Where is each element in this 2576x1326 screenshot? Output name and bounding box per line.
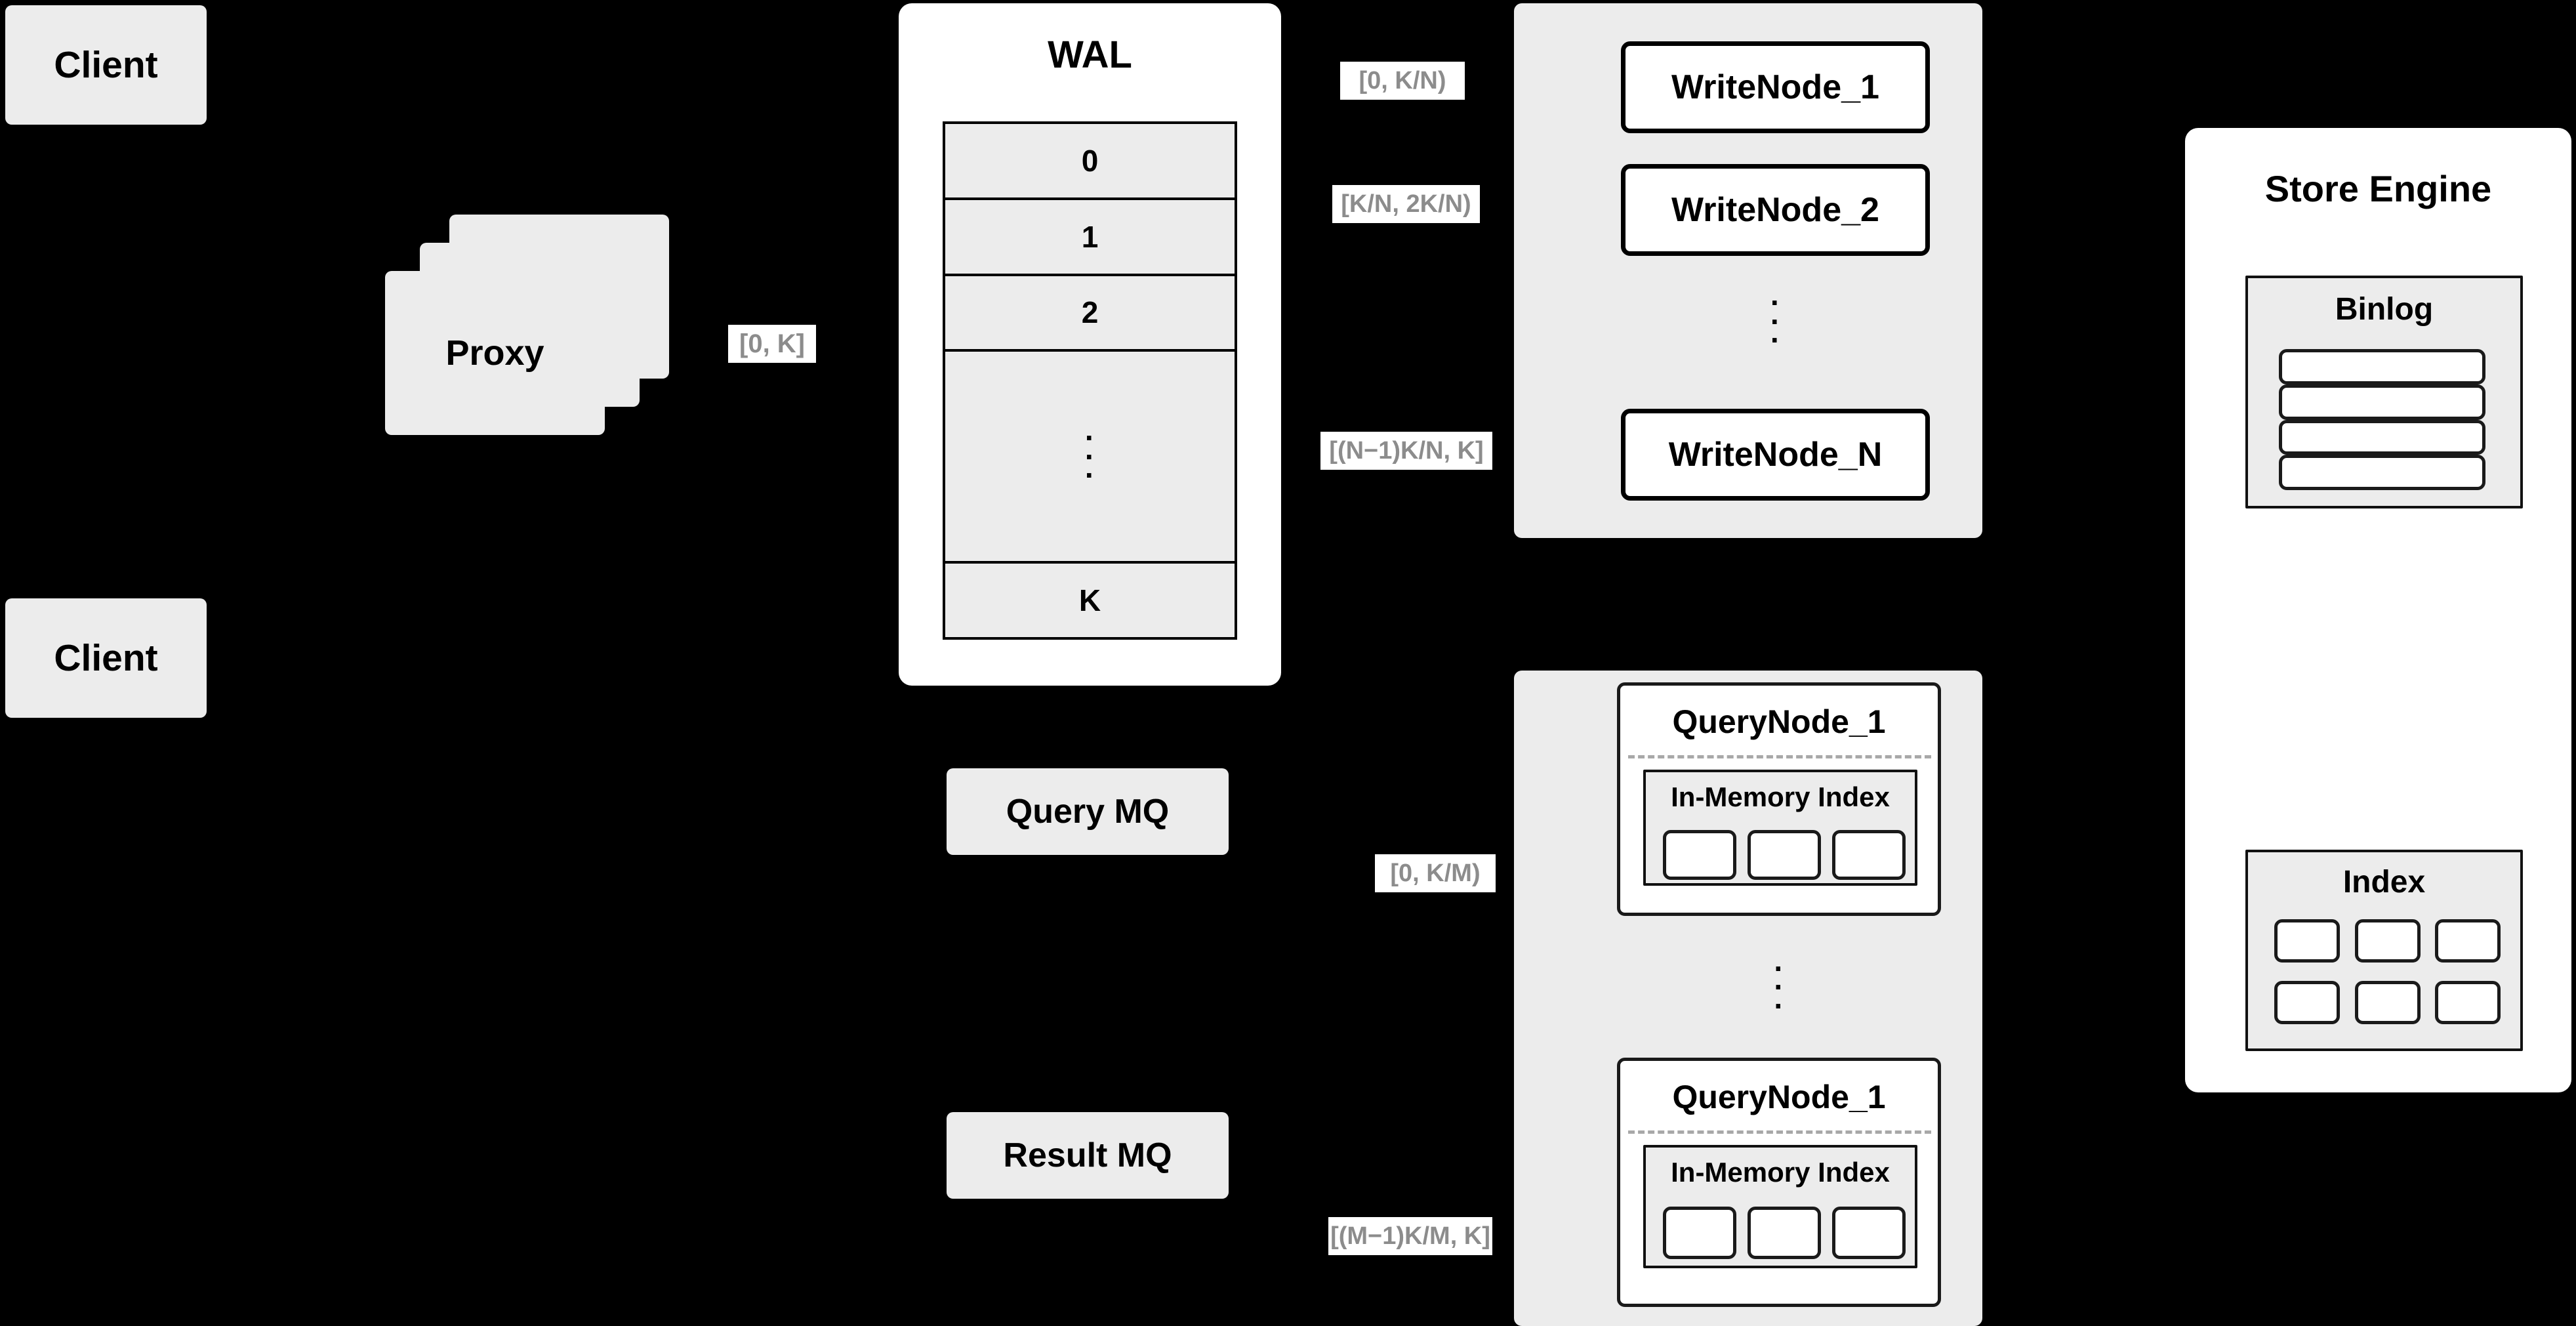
proxy-label: Proxy	[445, 333, 544, 373]
in-memory-index-title: In-Memory Index	[1671, 781, 1890, 812]
query-node-dot-2: ·	[1774, 970, 1784, 1005]
wal-dot-2: ·	[1084, 439, 1095, 474]
binlog-entry[interactable]	[2279, 384, 2485, 420]
write-node-dot-2: ·	[1770, 304, 1781, 339]
querynode-1-range-label: [0, K/M)	[1375, 854, 1496, 892]
index-segment[interactable]	[1663, 1207, 1736, 1259]
result-mq-label: Result MQ	[1003, 1136, 1172, 1174]
result-mq-box[interactable]: Result MQ	[947, 1112, 1229, 1199]
query-node-dot-1: ·	[1774, 951, 1784, 985]
wal-dot-3: ·	[1084, 458, 1095, 493]
query-node-1-divider	[1628, 755, 1931, 758]
wal-title: WAL	[1048, 33, 1132, 76]
store-engine-panel: Store Engine Binlog Index	[2185, 128, 2571, 1092]
write-node-1[interactable]: WriteNode_1	[1621, 41, 1930, 133]
binlog-entry-list	[2279, 349, 2485, 490]
write-node-ellipsis: · · ·	[1621, 269, 1930, 374]
client-box-2[interactable]: Client	[5, 598, 207, 718]
query-node-m-in-memory-index: In-Memory Index	[1643, 1145, 1917, 1268]
query-node-m[interactable]: QueryNode_1 In-Memory Index	[1617, 1058, 1941, 1307]
index-cell[interactable]	[2274, 981, 2340, 1024]
client-label: Client	[54, 637, 158, 679]
writenode-1-range-label: [0, K/N)	[1340, 62, 1465, 100]
query-mq-box[interactable]: Query MQ	[947, 768, 1229, 855]
query-node-m-divider	[1628, 1130, 1931, 1134]
client-label: Client	[54, 44, 158, 86]
proxy-range-label: [0, K]	[728, 325, 816, 363]
query-node-ellipsis: · · ·	[1617, 930, 1941, 1045]
index-cell[interactable]	[2274, 919, 2340, 963]
write-node-2[interactable]: WriteNode_2	[1621, 164, 1930, 256]
query-node-group-panel: QueryNode_1 In-Memory Index · · · QueryN…	[1514, 671, 1982, 1326]
binlog-entry[interactable]	[2279, 455, 2485, 490]
write-node-n[interactable]: WriteNode_N	[1621, 409, 1930, 501]
query-node-m-title: QueryNode_1	[1672, 1079, 1886, 1115]
wal-dot-1: ·	[1084, 421, 1095, 455]
write-node-group-panel: WriteNode_1 WriteNode_2 · · · WriteNode_…	[1514, 3, 1982, 538]
write-node-dot-3: ·	[1770, 323, 1781, 358]
query-node-dot-3: ·	[1774, 988, 1784, 1023]
binlog-entry[interactable]	[2279, 349, 2485, 384]
query-node-1-title: QueryNode_1	[1672, 703, 1886, 740]
wal-table: 0 1 2 · · · K	[943, 121, 1237, 640]
wal-row-k[interactable]: K	[945, 564, 1235, 638]
store-engine-title: Store Engine	[2264, 168, 2492, 209]
index-segment[interactable]	[1663, 830, 1736, 880]
in-memory-index-title: In-Memory Index	[1671, 1157, 1890, 1188]
index-cell[interactable]	[2435, 919, 2501, 963]
proxy-box[interactable]: Proxy	[385, 271, 605, 435]
client-box-1[interactable]: Client	[5, 5, 207, 125]
index-segment[interactable]	[1748, 1207, 1821, 1259]
binlog-title: Binlog	[2335, 292, 2434, 327]
index-title: Index	[2342, 865, 2426, 900]
query-mq-label: Query MQ	[1006, 793, 1170, 831]
wal-row-ellipsis: · · ·	[945, 352, 1235, 564]
writenode-n-range-label: [(N−1)K/N, K]	[1320, 432, 1492, 470]
index-cell[interactable]	[2354, 981, 2421, 1024]
index-panel: Index	[2245, 850, 2523, 1051]
index-cell[interactable]	[2354, 919, 2421, 963]
index-segment[interactable]	[1748, 830, 1821, 880]
query-node-1-in-memory-index: In-Memory Index	[1643, 770, 1917, 886]
query-node-1[interactable]: QueryNode_1 In-Memory Index	[1617, 682, 1941, 916]
binlog-panel: Binlog	[2245, 276, 2523, 508]
wal-row-2[interactable]: 2	[945, 276, 1235, 352]
index-cell[interactable]	[2435, 981, 2501, 1024]
binlog-entry[interactable]	[2279, 419, 2485, 455]
wal-panel: WAL 0 1 2 · · · K	[899, 3, 1281, 686]
index-segment[interactable]	[1832, 830, 1906, 880]
wal-row-0[interactable]: 0	[945, 124, 1235, 200]
querynode-m-range-label: [(M−1)K/M, K]	[1328, 1217, 1492, 1255]
writenode-2-range-label: [K/N, 2K/N)	[1332, 185, 1480, 223]
write-node-dot-1: ·	[1770, 285, 1781, 320]
wal-row-1[interactable]: 1	[945, 199, 1235, 276]
index-segment[interactable]	[1832, 1207, 1906, 1259]
index-cell-grid	[2274, 919, 2501, 1024]
